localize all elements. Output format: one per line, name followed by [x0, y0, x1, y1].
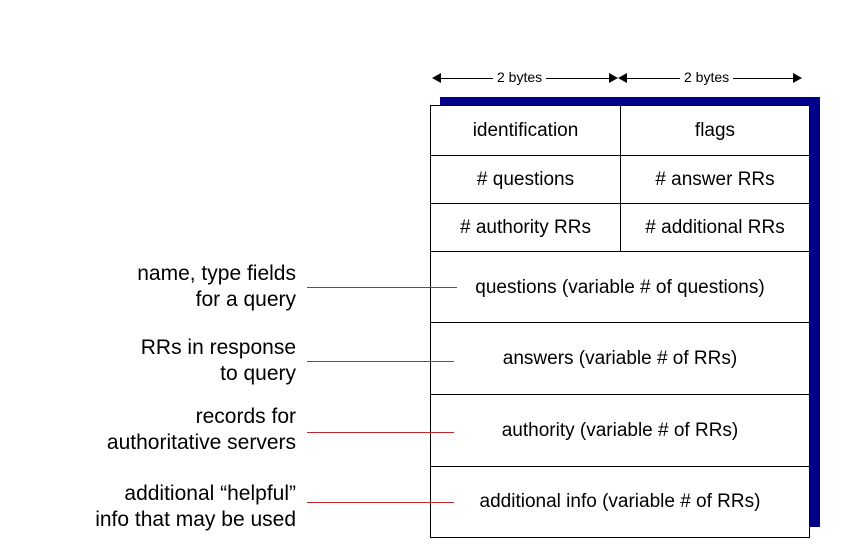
- note-answers-line2: to query: [220, 362, 296, 385]
- note-additional-line1: additional “helpful”: [124, 482, 296, 505]
- byte-width-left-label: 2 bytes: [493, 69, 547, 85]
- section-questions: questions (variable # of questions): [431, 251, 809, 323]
- arrow-left-icon: [432, 73, 441, 83]
- note-additional-line2: info that may be used: [95, 508, 296, 531]
- note-questions-line2: for a query: [195, 288, 296, 311]
- byte-width-right-label: 2 bytes: [680, 69, 734, 85]
- byte-width-left: 2 bytes: [432, 68, 618, 88]
- note-answers-line1: RRs in response: [140, 336, 296, 359]
- arrow-left-icon: [618, 73, 627, 83]
- field-flags: flags: [621, 106, 809, 156]
- section-additional-info: additional info (variable # of RRs): [431, 466, 809, 537]
- note-additional: additional “helpful” info that may be us…: [95, 481, 296, 533]
- leader-line-additional: [307, 502, 454, 503]
- leader-line-authority: [307, 432, 454, 433]
- field-identification: identification: [431, 106, 621, 156]
- field-additional-rrs: # additional RRs: [621, 203, 809, 252]
- note-authority: records for authoritative servers: [107, 404, 296, 456]
- field-authority-rrs: # authority RRs: [431, 203, 621, 252]
- section-authority: authority (variable # of RRs): [431, 394, 809, 467]
- note-questions: name, type fields for a query: [137, 261, 296, 313]
- field-answer-rrs: # answer RRs: [621, 155, 809, 204]
- arrow-right-icon: [609, 73, 618, 83]
- arrow-right-icon: [793, 73, 802, 83]
- note-authority-line1: records for: [195, 405, 296, 428]
- byte-width-right: 2 bytes: [618, 68, 802, 88]
- note-authority-line2: authoritative servers: [106, 431, 296, 454]
- leader-line-questions: [307, 287, 457, 288]
- leader-line-answers: [307, 361, 454, 362]
- note-answers: RRs in response to query: [141, 335, 296, 387]
- note-questions-line1: name, type fields: [137, 262, 296, 285]
- section-answers: answers (variable # of RRs): [431, 322, 809, 395]
- field-questions-count: # questions: [431, 155, 621, 204]
- dns-message-format: identification flags # questions # answe…: [430, 105, 810, 538]
